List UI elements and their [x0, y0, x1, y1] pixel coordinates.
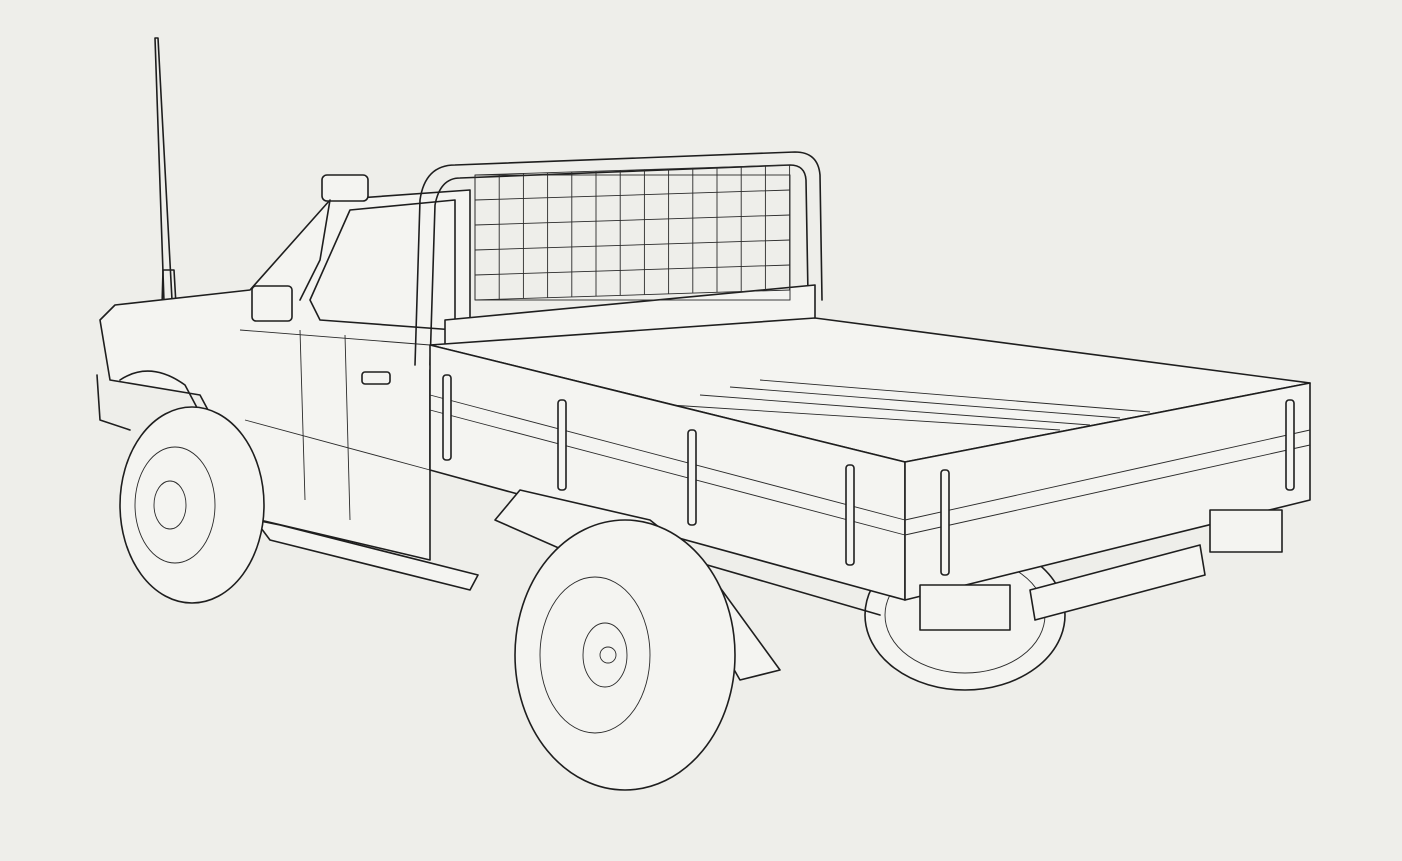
cab	[96, 174, 479, 591]
mesh-bar	[474, 289, 791, 301]
mesh-bar	[474, 264, 791, 276]
rear-left-wheel	[494, 489, 781, 791]
antenna	[154, 37, 177, 307]
tow-bar	[1029, 544, 1206, 621]
mesh-bar	[474, 214, 791, 226]
side-mirror	[251, 285, 293, 322]
side-step	[254, 519, 479, 591]
dropside-latch	[687, 429, 697, 526]
dropside-latch	[442, 374, 452, 461]
mesh-bar	[474, 189, 791, 201]
dropside-latch	[557, 399, 567, 491]
snorkel-head	[321, 174, 369, 202]
mesh-bar	[474, 164, 791, 176]
door-handle	[361, 371, 391, 385]
tray-rear	[904, 382, 1311, 601]
dropside-latch	[845, 464, 855, 566]
mesh-bar	[474, 239, 791, 251]
dropside-latch	[1285, 399, 1295, 491]
front-left-wheel	[119, 406, 265, 604]
tray	[429, 317, 1311, 631]
tail-light-right	[1209, 509, 1283, 553]
tail-light-left	[919, 584, 1011, 631]
dropside-latch	[940, 469, 950, 576]
